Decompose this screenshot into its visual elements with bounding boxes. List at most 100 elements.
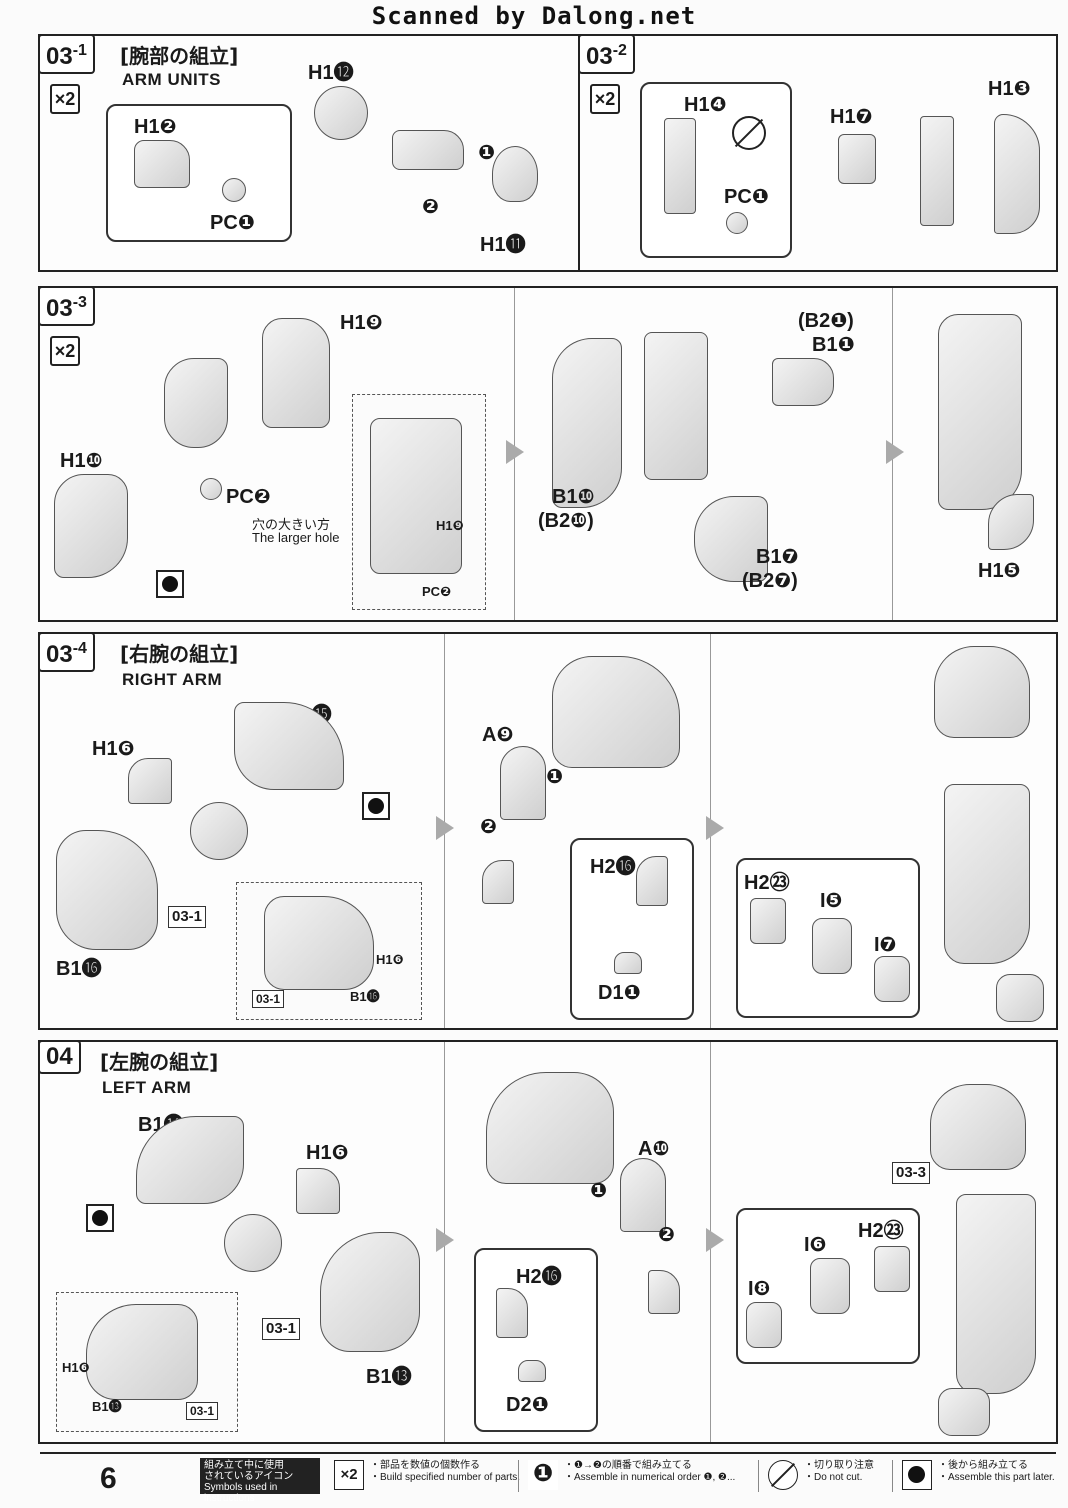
part-label-pc1: PC❶ — [210, 212, 255, 234]
part-label-h2-16: H2⓰ — [590, 856, 636, 878]
part-label-pc1: PC❶ — [724, 186, 769, 208]
section-title-jp: [左腕の組立] — [100, 1050, 219, 1074]
detail-label-b1-16: B1⓰ — [350, 989, 380, 1004]
part-b1-10-shell — [552, 338, 622, 508]
part-label-h1-7: H1❼ — [830, 106, 873, 128]
part-b1-16 — [56, 830, 158, 950]
multiplier-icon: ×2 — [50, 336, 80, 366]
part-pc2 — [200, 478, 222, 500]
step-1-marker: ❶ — [546, 766, 563, 788]
section-title-en: ARM UNITS — [122, 70, 221, 89]
part-h2-16 — [496, 1288, 528, 1338]
legend-item-later: ・後から組み立てる・Assemble this part later. — [902, 1458, 1055, 1494]
callout-h2-16 — [474, 1248, 598, 1432]
part-i7 — [874, 956, 910, 1002]
part-label-i8: I❽ — [748, 1278, 771, 1300]
next-step-arrow — [436, 816, 454, 840]
assemble-later-icon — [902, 1460, 932, 1490]
step-2-marker: ❷ — [480, 816, 497, 838]
part-arm-body — [944, 784, 1030, 964]
detail-label-b1-13: B1⓭ — [92, 1399, 122, 1414]
part-i6 — [810, 1258, 850, 1314]
assemble-later-icon — [86, 1204, 114, 1232]
part-label-a10: A❿ — [638, 1138, 670, 1160]
part-label-h2-23: H2㉓ — [858, 1220, 904, 1242]
part-label-d2-1: D2❶ — [506, 1394, 549, 1416]
detail-part — [86, 1304, 198, 1400]
part-h2-16-small — [482, 860, 514, 904]
part-a9 — [500, 746, 546, 820]
part-b1-7 — [694, 496, 768, 582]
legend-item-no-cut: ・切り取り注意・Do not cut. — [768, 1458, 888, 1494]
part-shoulder-ball — [190, 802, 248, 860]
detail-label-h1-6: H1❻ — [62, 1360, 90, 1375]
detail-label-h1-9: H1❾ — [436, 518, 464, 533]
callout-h2-16 — [570, 838, 694, 1020]
part-h1-6 — [128, 758, 172, 804]
part-label-b2-10: (B2❿) — [538, 510, 594, 532]
part-label-h1-10: H1❿ — [60, 450, 103, 472]
part-label-b1-16: B1⓰ — [56, 958, 102, 980]
part-label-h1-6: H1❻ — [306, 1142, 349, 1164]
ref-03-3: 03-3 — [892, 1162, 931, 1184]
part-arm-complete — [938, 314, 1022, 510]
section-title-en: RIGHT ARM — [122, 670, 223, 689]
part-h1-9 — [262, 318, 330, 428]
legend-item-multiplier: ×2 ・部品を数値の個数作る・Build specified number of… — [334, 1458, 520, 1494]
part-label-h1-6: H1❻ — [92, 738, 135, 760]
part-h1-10 — [54, 474, 128, 578]
part-label-h2-16: H2⓰ — [516, 1266, 562, 1288]
part-d2-1 — [518, 1360, 546, 1382]
hole-note-en: The larger hole — [252, 530, 340, 545]
step-order-icon: ❶ — [528, 1460, 558, 1490]
assemble-later-icon — [156, 570, 184, 598]
detail-ref-03-1: 03-1 — [252, 990, 285, 1008]
part-label-a9: A❾ — [482, 724, 514, 746]
part-a10 — [620, 1158, 666, 1232]
part-label-b1-1: B1❶ — [812, 334, 855, 356]
step-2-marker: ❷ — [422, 196, 439, 218]
part-shoulder-armor — [552, 656, 680, 768]
part-h2-16 — [636, 856, 668, 906]
part-h1-core — [920, 116, 954, 226]
detail-part — [370, 418, 462, 574]
detail-ref-03-1: 03-1 — [186, 1402, 219, 1420]
next-step-arrow — [436, 1228, 454, 1252]
hole-note-jp: 穴の大きい方 — [252, 517, 331, 532]
part-label-pc2: PC❷ — [226, 486, 271, 508]
part-b1-13 — [320, 1232, 420, 1352]
legend-item-order: ❶ ・❶→❷の順番で組み立てる・Assemble in numerical or… — [528, 1458, 758, 1494]
step-tag-03-4: 03-4 — [38, 632, 95, 672]
part-h2-16-small — [648, 1270, 680, 1314]
multiplier-icon: ×2 — [50, 84, 80, 114]
part-hand — [996, 974, 1044, 1022]
part-label-b1-13: B1⓭ — [366, 1366, 412, 1388]
section-title-en: LEFT ARM — [102, 1078, 192, 1097]
part-shoulder-ball — [224, 1214, 282, 1272]
part-label-b2-1: (B2❶) — [798, 310, 854, 332]
icon-legend: 6 組み立て中に使用 されているアイコン Symbols used in ins… — [40, 1452, 1056, 1504]
panel-04: 04 [左腕の組立] LEFT ARM B1⓮ H1❻ 03-1 B1⓭ H1❻… — [38, 1040, 1058, 1444]
part-label-h1-3: H1❸ — [988, 78, 1031, 100]
part-h1-11 — [492, 146, 538, 202]
part-label-h1-9: H1❾ — [340, 312, 383, 334]
part-label-h1-5: H1❺ — [978, 560, 1021, 582]
part-h1-12 — [314, 86, 368, 140]
next-step-arrow — [506, 440, 524, 464]
part-label-d1-1: D1❶ — [598, 982, 641, 1004]
step-tag-03-3: 03-3 — [38, 286, 95, 326]
part-i8 — [746, 1302, 782, 1348]
multiplier-icon: ×2 — [590, 84, 620, 114]
part-h2-23 — [874, 1246, 910, 1292]
part-h1-2 — [134, 140, 190, 188]
part-h1-3 — [994, 114, 1040, 234]
part-hand — [938, 1388, 990, 1436]
part-label-h1-4: H1❹ — [684, 94, 727, 116]
next-step-arrow — [886, 440, 904, 464]
section-title-jp: [腕部の組立] — [120, 44, 239, 68]
part-label-b1-10: B1❿ — [552, 486, 595, 508]
part-shoulder-top — [934, 646, 1030, 738]
part-label-h1-2: H1❷ — [134, 116, 177, 138]
step-tag-03-2: 03-2 — [578, 34, 635, 74]
no-cut-icon — [732, 116, 766, 150]
